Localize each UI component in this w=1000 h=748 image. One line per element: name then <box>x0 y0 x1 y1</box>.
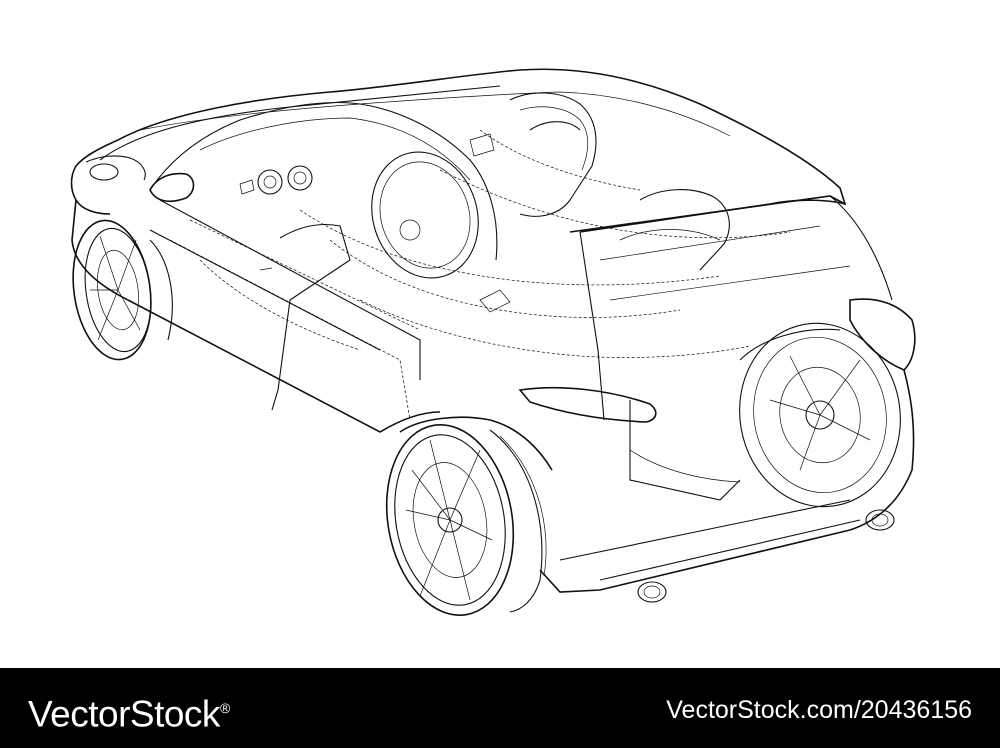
front-hood <box>70 139 119 215</box>
rear-bumper <box>539 369 915 593</box>
windscreen <box>149 102 498 261</box>
exhaust-left <box>637 581 667 603</box>
car-wireframe-illustration <box>70 68 916 616</box>
tail-light-right <box>849 298 916 371</box>
rear-wheel <box>385 424 547 616</box>
gauge-right <box>287 165 313 191</box>
exhaust-right <box>865 509 895 531</box>
car-wireframe-svg <box>70 68 916 616</box>
brand-name: VectorStock <box>28 693 220 735</box>
watermark-banner: VectorStock® VectorStock.com/20436156 <box>0 668 1000 748</box>
roof-outline <box>117 68 847 233</box>
tail-light-left <box>518 386 657 423</box>
registered-mark: ® <box>219 700 230 716</box>
spare-wheel <box>739 322 901 508</box>
steering-wheel <box>371 151 479 279</box>
side-mirror <box>149 172 195 203</box>
watermark-brand: VectorStock® <box>28 686 230 736</box>
rear-seat <box>639 189 730 271</box>
front-seat <box>509 92 597 217</box>
gauge-left <box>257 169 283 195</box>
front-wheel <box>72 219 173 361</box>
watermark-image-id: VectorStock.com/20436156 <box>666 696 972 724</box>
